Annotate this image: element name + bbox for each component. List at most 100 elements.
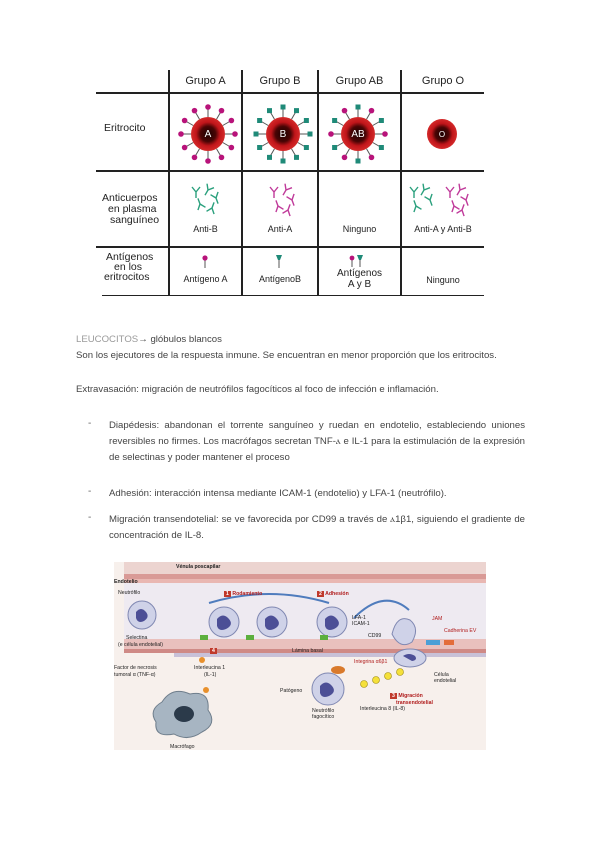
antigen-stalk	[346, 112, 350, 119]
antigen-b-marker	[379, 118, 384, 123]
antigen-stalk	[223, 122, 230, 126]
bullet-marker: -	[88, 418, 91, 429]
antigen-b-marker	[294, 108, 299, 113]
antibody-shape	[270, 187, 278, 198]
leucocitos-heading: LEUCOCITOS→ glóbulos blancos	[76, 332, 526, 348]
fig-label-tnf: Factor de necrosis	[114, 665, 157, 671]
antibody-label-b: Anti-A	[243, 224, 317, 234]
step-1-label: 1 Rodamiento	[224, 591, 262, 597]
antibody-shape	[283, 203, 294, 216]
antigen-a-marker	[182, 145, 188, 151]
fig-label-patogeno: Patógeno	[280, 688, 302, 694]
antibody-anti-a-icon	[270, 184, 298, 216]
bullet-migration: Migración transendotelial: se ve favorec…	[109, 512, 525, 544]
leucocitos-intro: Son los ejecutores de la respuesta inmun…	[76, 348, 526, 364]
neutrophil-cell	[257, 607, 287, 637]
antigen-b-icon	[276, 255, 282, 268]
blood-group-table: Grupo A Grupo B Grupo AB Grupo O Eritroc…	[96, 70, 484, 296]
pathogen-icon	[331, 666, 345, 674]
antibody-shape	[410, 199, 421, 212]
antibody-shape	[272, 199, 283, 212]
antigen-b-marker	[379, 145, 384, 150]
antigen-stalk	[298, 122, 305, 126]
fig-label-neutrofilo: Neutrófilo	[118, 590, 140, 596]
selectin-icon	[200, 635, 208, 640]
fig-label-il1-b: (IL-1)	[204, 672, 216, 678]
extravasation-diagram	[114, 562, 486, 750]
antibody-shape	[410, 187, 418, 198]
fig-label-endotelio: Endotelio	[114, 579, 138, 585]
antigen-b-marker	[332, 118, 337, 123]
antigen-b-marker	[304, 118, 309, 123]
antigen-a-marker	[232, 131, 238, 137]
neutrophil-cell	[128, 601, 156, 629]
antigen-b-marker	[257, 118, 262, 123]
antigen-stalk	[217, 112, 221, 119]
antigen-a-marker	[182, 118, 188, 124]
antibody-shape	[448, 199, 459, 212]
antigen-a-marker	[342, 108, 348, 114]
antigen-b-marker	[356, 159, 361, 164]
antigen-a-marker	[192, 108, 198, 114]
antigen-b-marker	[356, 105, 361, 110]
antibody-anti-b-icon	[192, 184, 222, 214]
antigen-a-marker	[229, 145, 235, 151]
leucocitos-title: LEUCOCITOS	[76, 334, 138, 345]
fig-label-lamina: Lámina basal	[292, 648, 323, 654]
antibody-shape	[461, 194, 472, 207]
antigen-label-ab-2: A y B	[319, 279, 400, 290]
antigen-label-a: Antígeno A	[170, 274, 241, 284]
antigen-label-o: Ninguno	[402, 275, 484, 285]
antigen-a-icon	[202, 255, 207, 268]
antigen-a-marker	[229, 118, 235, 124]
antigen-stalk	[186, 143, 193, 147]
fig-label-celula-2: endotelial	[434, 678, 456, 684]
antigen-a-marker	[369, 108, 375, 114]
fig-label-jam: JAM	[432, 616, 442, 622]
antibody-shape	[454, 184, 466, 198]
antigen-stalk	[367, 149, 371, 156]
antibody-anti-a-and-b-icon	[410, 184, 472, 216]
antigen-a-marker	[219, 108, 225, 114]
fig-label-icam: ICAM-1	[352, 621, 370, 627]
il8-dot	[385, 673, 392, 680]
antigen-a-marker	[328, 131, 334, 137]
antigen-stalk	[196, 149, 200, 156]
step-3-label: 3 Migración	[390, 693, 423, 699]
antigen-stalk	[217, 149, 221, 156]
antigen-stalk	[271, 149, 275, 156]
fig-label-integrina: Integrina α6β1	[354, 659, 387, 665]
antigen-stalk	[336, 122, 343, 126]
selectin-icon	[246, 635, 254, 640]
erythrocyte-letter-b: B	[272, 129, 294, 140]
antibody-shape	[192, 187, 200, 198]
antigen-label-b: AntígenoB	[243, 274, 317, 284]
antigen-stalk	[373, 122, 380, 126]
antibody-shape	[280, 184, 292, 198]
antigen-b-marker	[281, 105, 286, 110]
step-2-label: 2 Adhesión	[317, 591, 349, 597]
antigen-b-marker	[308, 132, 313, 137]
jam-icon	[426, 640, 440, 645]
bullet-marker: -	[88, 512, 91, 523]
antigen-stalk	[298, 143, 305, 147]
antigen-a-marker	[205, 158, 211, 164]
phagocytic-neutrophil-cell	[312, 673, 344, 705]
fig-label-cadherina: Cadherina EV	[444, 628, 476, 634]
bullet-diapedesis: Diapédesis: abandonan el torrente sanguí…	[109, 418, 525, 466]
antibody-label-o: Anti-A y Anti-B	[402, 224, 484, 234]
erythrocyte-letter-ab: AB	[347, 129, 369, 140]
antigen-a-marker	[369, 155, 375, 161]
antibody-label-a: Anti-B	[170, 224, 241, 234]
step-4-label: 4	[210, 648, 217, 654]
erythrocyte-letter-a: A	[197, 129, 219, 140]
fig-label-venula: Vénula poscapilar	[176, 564, 220, 570]
antigen-b-marker	[257, 145, 262, 150]
step-3-label-2: transendotelial	[396, 700, 433, 706]
antigen-a-marker	[178, 131, 184, 137]
fig-label-il1: Interleucina 1	[194, 665, 225, 671]
il8-dot	[397, 669, 404, 676]
fig-label-selectina-2: (e célula endotelial)	[118, 642, 163, 648]
il8-dot	[361, 681, 368, 688]
antigen-stalk	[336, 143, 343, 147]
